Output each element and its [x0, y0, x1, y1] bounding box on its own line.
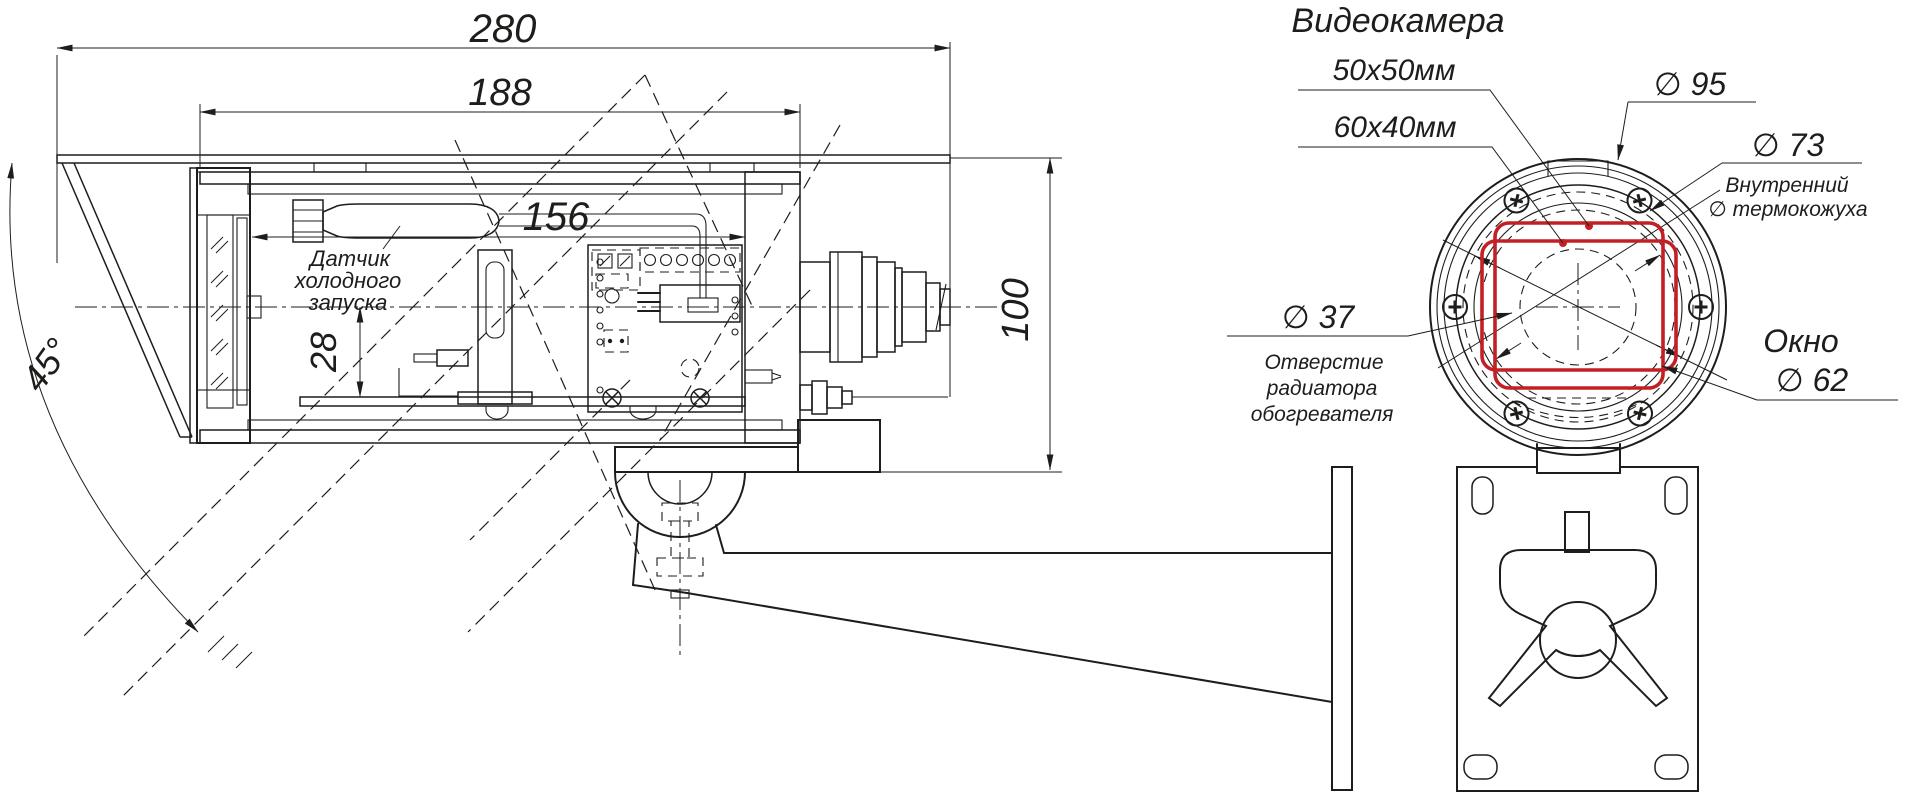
dim-280: 280: [469, 7, 537, 51]
label-dia73-note2: ∅ термокожуха: [1708, 198, 1867, 221]
dim-188: 188: [468, 72, 531, 114]
wall-plate-side: [1331, 466, 1353, 791]
front-view-labels: Видеокамера 50x50мм 60x40мм ∅ 95 ∅ 73 Вн…: [1227, 2, 1898, 426]
dim-28: 28: [303, 332, 344, 373]
svg-text:холодного: холодного: [294, 268, 402, 293]
front-view: Видеокамера 50x50мм 60x40мм ∅ 95 ∅ 73 Вн…: [1227, 2, 1898, 792]
label-dia37-note1: Отверстие: [1264, 351, 1383, 374]
shield-clip-tab: [1547, 160, 1609, 176]
relay-block: [659, 284, 741, 323]
inner-glass: [236, 217, 248, 406]
title-videocamera: Видеокамера: [1291, 2, 1504, 40]
label-60x40: 60x40мм: [1334, 111, 1457, 144]
camera-size-highlights: [1480, 221, 1678, 390]
board-screw: [602, 388, 622, 408]
circuit-board: [587, 244, 743, 413]
label-dia95: ∅ 95: [1654, 66, 1727, 102]
glass-hatch-ticks: [210, 236, 229, 390]
dim-100: 100: [995, 278, 1037, 341]
angle-arc-45: [7, 162, 199, 633]
camera-60x40-outline: [1480, 239, 1678, 372]
svg-text:Датчик: Датчик: [307, 246, 392, 271]
board-screw: [690, 388, 710, 408]
mounting-bracket-side: [614, 446, 1353, 791]
label-window-dia62: ∅ 62: [1776, 362, 1849, 398]
label-dia37-note3: обогревателя: [1251, 403, 1394, 426]
cable-gland: [799, 380, 948, 415]
label-50x50: 50x50мм: [1333, 54, 1456, 87]
ground-screw: [744, 369, 773, 384]
side-view: 280 188 156 28 100 45° Датчик холодного …: [7, 7, 1353, 791]
mount-slot: [1471, 476, 1494, 515]
side-view-dimensions: 280 188 156 28 100 45°: [7, 7, 1062, 633]
heater-opening-circle: [1519, 248, 1637, 366]
front-glass: [206, 214, 234, 409]
mount-slot: [1463, 754, 1498, 780]
dim-45deg: 45°: [13, 331, 78, 399]
bracket-fork-hole: [1539, 601, 1617, 679]
sensor-label: Датчик холодного запуска: [294, 246, 402, 315]
label-window: Окно: [1763, 323, 1838, 359]
lens-bracket: [398, 249, 533, 405]
label-dia37: ∅ 37: [1282, 299, 1356, 335]
bracket-base-block: [797, 419, 881, 473]
bracket-fork: [1487, 549, 1669, 708]
dim-156: 156: [523, 195, 590, 239]
svg-text:запуска: запуска: [308, 290, 388, 315]
cable-connector: [744, 251, 951, 384]
label-dia73: ∅ 73: [1752, 127, 1825, 163]
label-dia73-note1: Внутренний: [1725, 174, 1848, 197]
thermo-housing-inner-circle: [1462, 191, 1694, 423]
wall-plate-front: [1456, 466, 1699, 792]
front-bezel: [189, 167, 262, 444]
mounting-bracket-front: [1456, 443, 1699, 792]
camera-50x50-outline: [1493, 221, 1665, 390]
mount-slot: [1664, 476, 1688, 515]
heater-clip: [246, 295, 262, 319]
mount-slot: [1654, 754, 1689, 780]
label-dia37-note2: радиатора: [1266, 377, 1378, 400]
